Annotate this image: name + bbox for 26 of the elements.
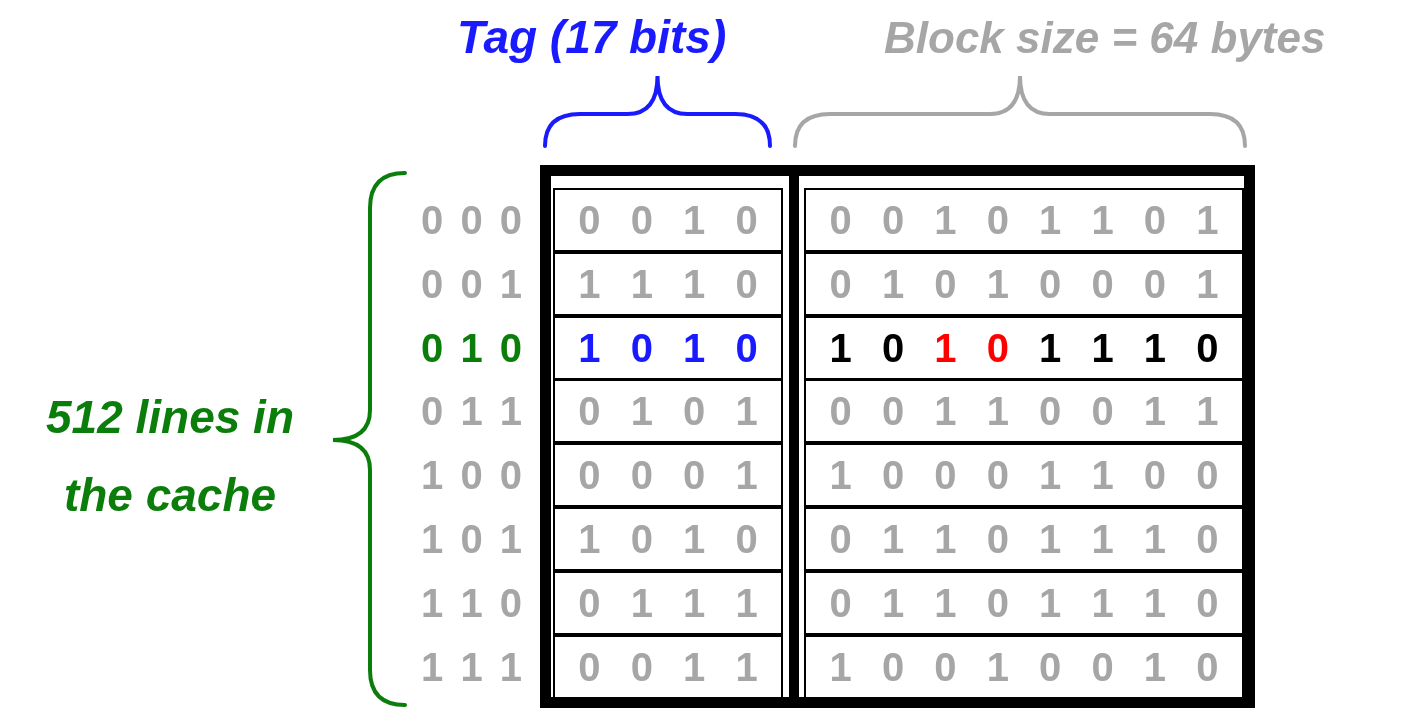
row-index: 0 1 1 <box>420 391 522 432</box>
table-cell: 0 1 1 0 1 1 1 0 <box>804 570 1244 635</box>
table-cell: 1 0 1 0 1 1 1 0 <box>804 315 1244 380</box>
row-index: 1 1 1 <box>420 646 522 687</box>
table-cell: 1 0 1 0 <box>553 315 783 380</box>
table-cell: 0 0 1 1 0 0 1 1 <box>804 379 1244 444</box>
row-index: 1 0 1 <box>420 519 522 559</box>
table-cell: 0 1 1 1 <box>553 570 783 635</box>
table-cell: 0 0 1 0 <box>553 188 783 252</box>
brace-label: 512 lines in the cache <box>45 390 295 523</box>
field-label: Block size = 64 bytes <box>884 16 1326 60</box>
table-cell: 1 0 1 0 <box>553 507 783 571</box>
table-cell: 1 1 1 0 <box>553 251 783 316</box>
table-cell: 0 1 1 0 1 1 1 0 <box>804 507 1244 571</box>
row-index: 1 1 0 <box>420 582 522 623</box>
table-cell: 1 0 0 1 0 0 1 0 <box>804 634 1244 699</box>
row-index: 0 0 1 <box>420 263 522 304</box>
row-index: 1 0 0 <box>420 455 522 496</box>
row-index: 0 1 0 <box>420 327 522 368</box>
table-cell: 0 0 1 0 1 1 0 1 <box>804 188 1244 252</box>
table-cell: 0 1 0 1 <box>553 379 783 444</box>
table-cell: 0 1 0 1 0 0 0 1 <box>804 251 1244 316</box>
row-index: 0 0 0 <box>420 200 522 240</box>
table-cell: 0 0 0 1 <box>553 443 783 508</box>
table-cell: 0 0 1 1 <box>553 634 783 699</box>
table-cell: 1 0 0 0 1 1 0 0 <box>804 443 1244 508</box>
